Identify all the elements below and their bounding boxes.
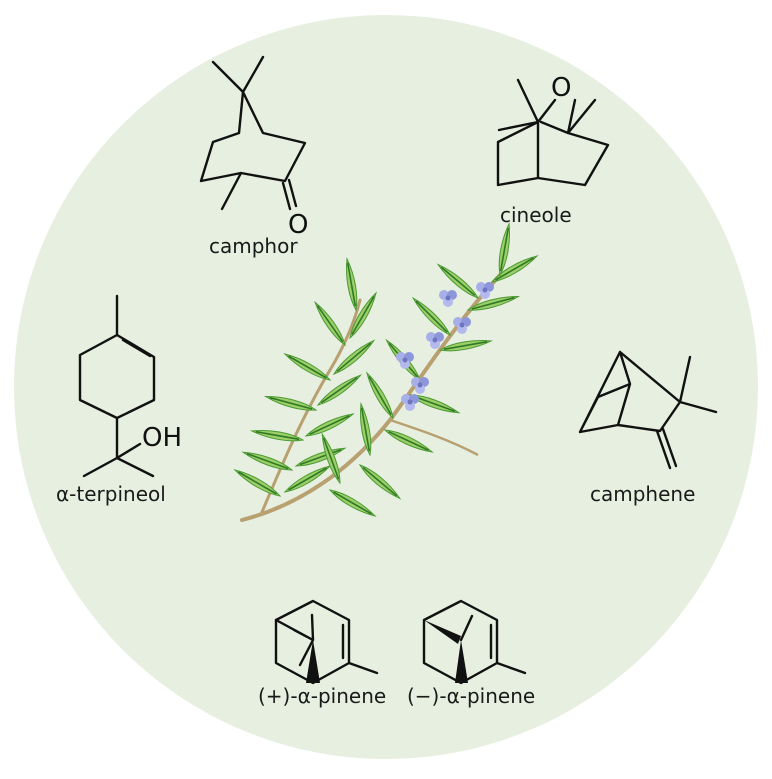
pinene-plus-structure bbox=[274, 599, 379, 685]
camphor-oxygen: O bbox=[288, 210, 308, 240]
pinene-plus-label: (+)-α-pinene bbox=[258, 684, 387, 708]
terpineol-label: α-terpineol bbox=[56, 482, 166, 506]
cineole-oxygen: O bbox=[551, 73, 571, 103]
pinene-minus-structure bbox=[422, 599, 527, 685]
cineole-label: cineole bbox=[500, 203, 572, 227]
cineole-structure: O bbox=[496, 73, 610, 187]
background-circle bbox=[14, 15, 758, 759]
pinene-minus-label: (−)-α-pinene bbox=[407, 684, 536, 708]
terpineol-hydroxyl: OH bbox=[142, 423, 182, 453]
camphene-structure bbox=[578, 350, 718, 470]
camphor-structure: O bbox=[199, 55, 308, 240]
rosemary-sprig-illustration bbox=[232, 222, 540, 522]
terpineol-structure: OH bbox=[78, 294, 182, 478]
camphor-label: camphor bbox=[209, 234, 298, 258]
camphene-label: camphene bbox=[590, 482, 696, 506]
